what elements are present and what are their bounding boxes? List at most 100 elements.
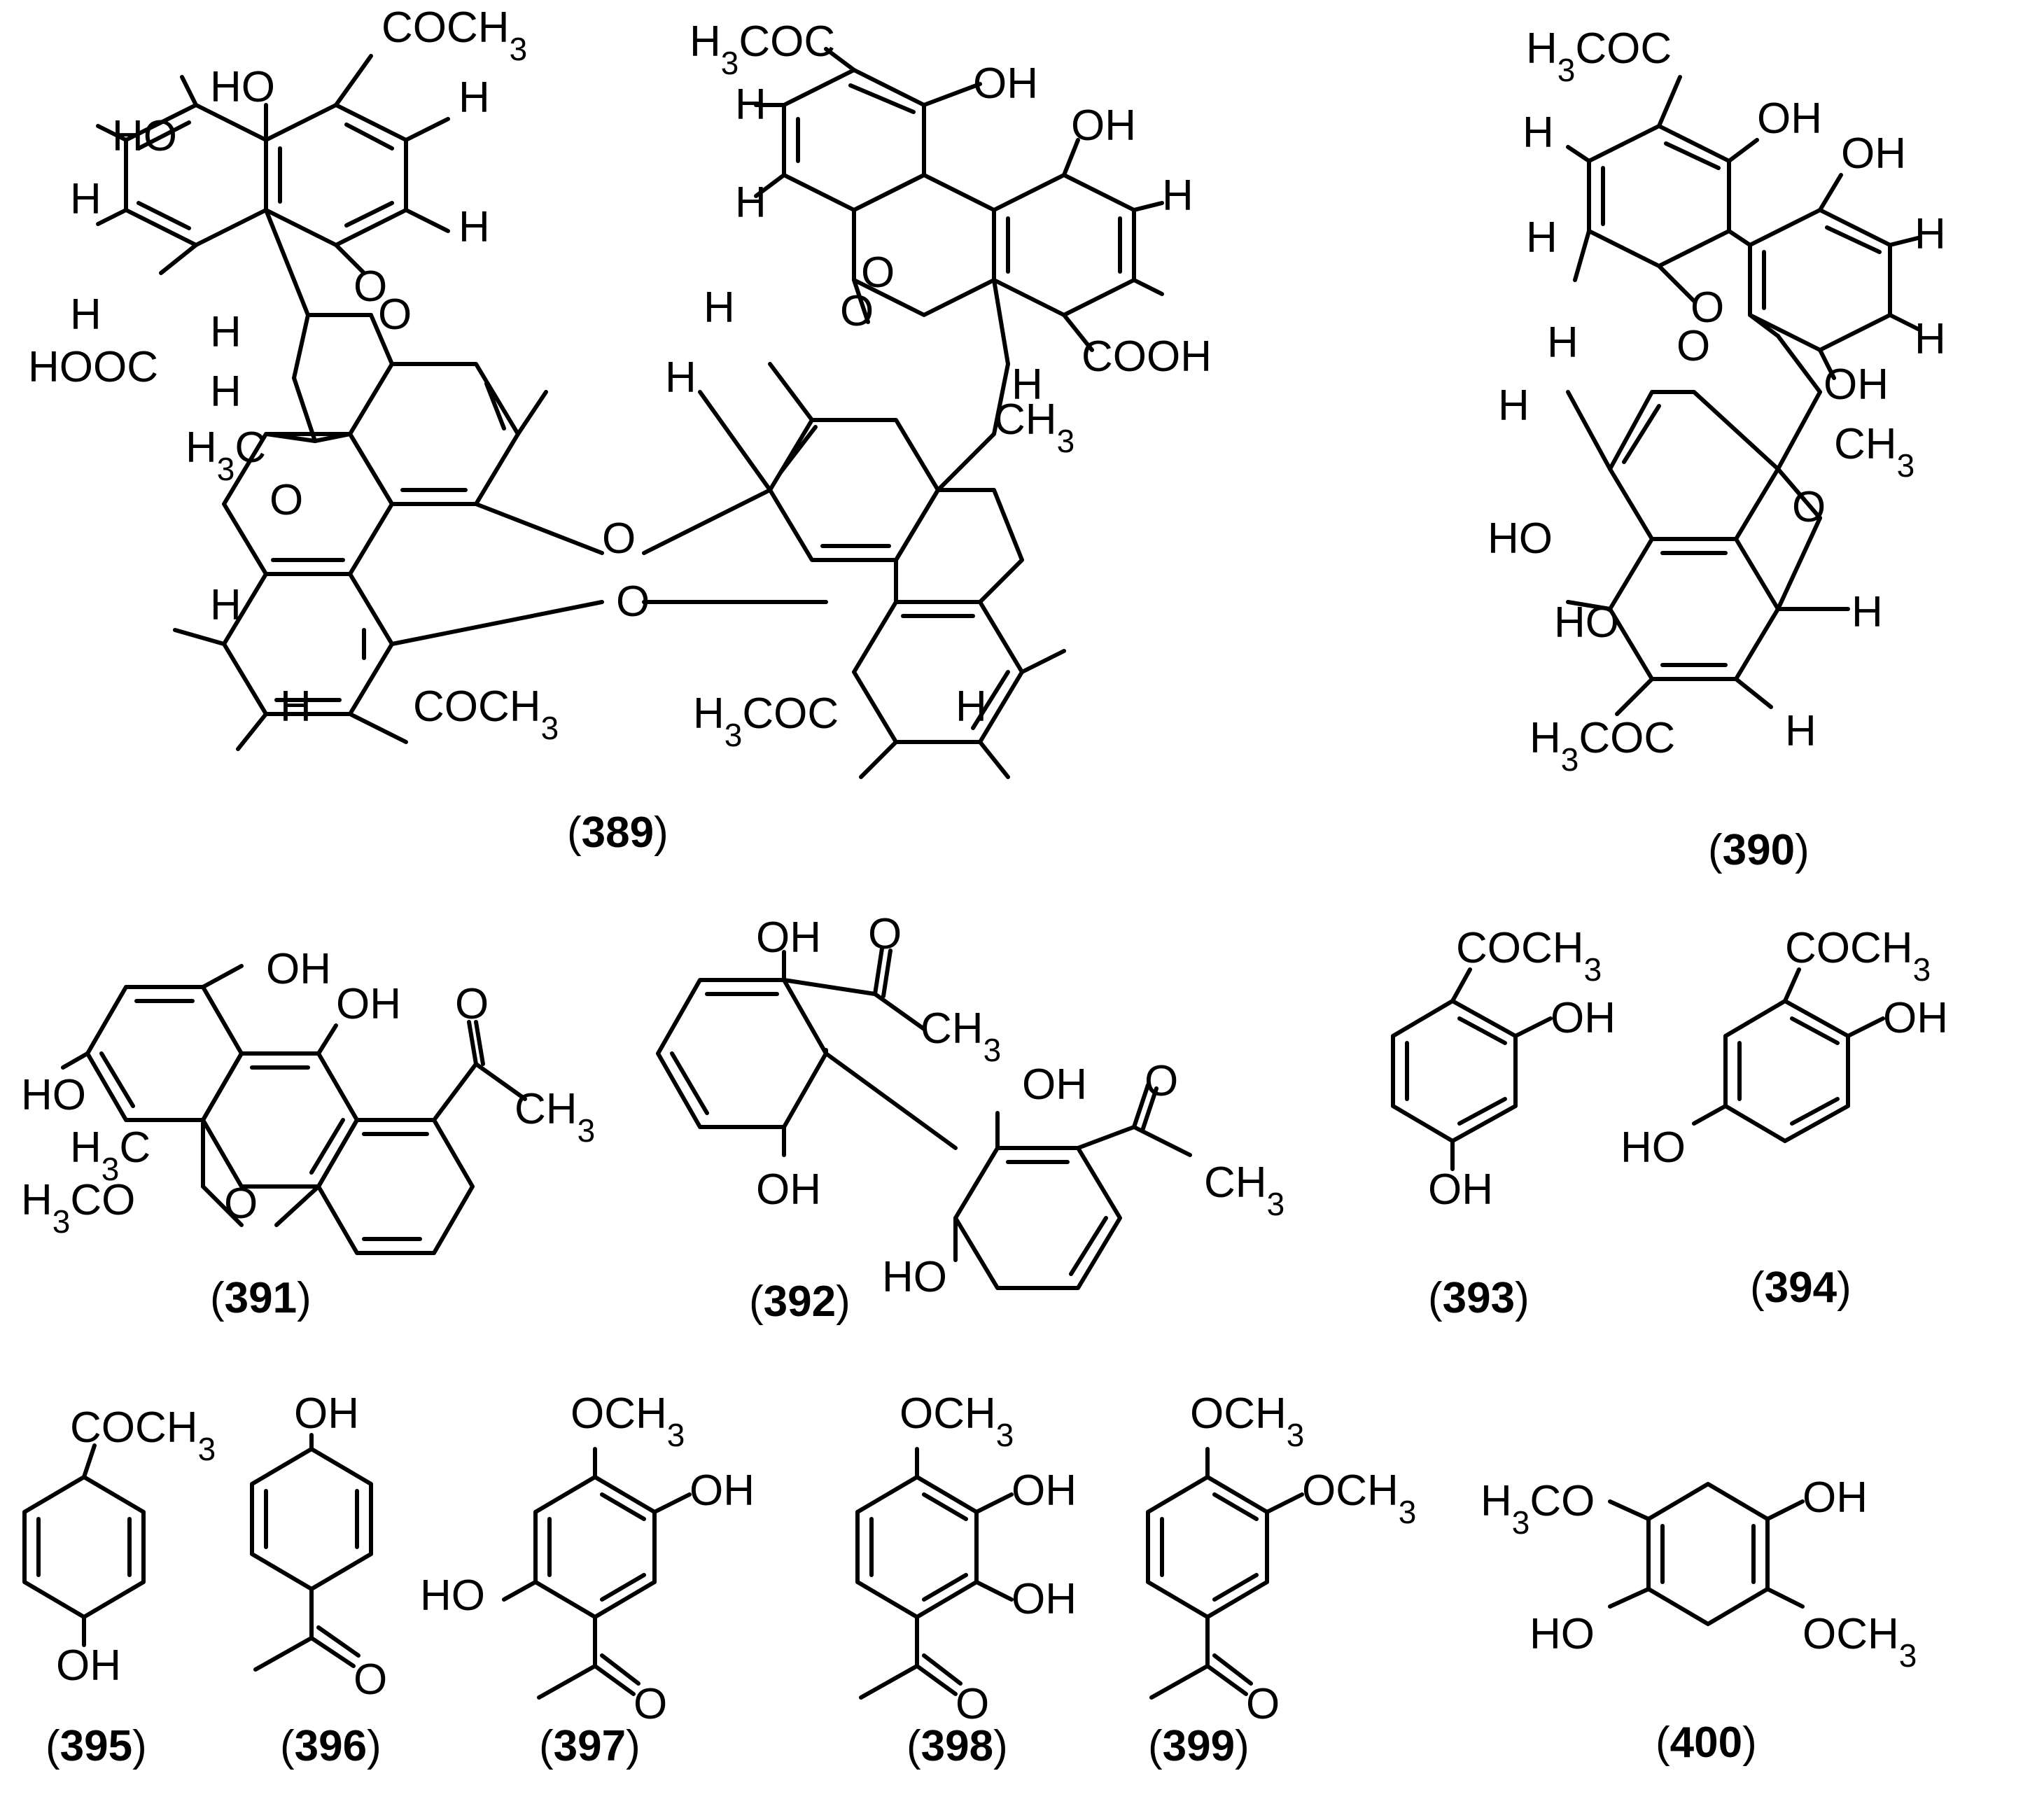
- atom-label: H: [280, 682, 312, 731]
- compound-398-label: (398): [906, 1722, 1008, 1770]
- compound-400: H3CO OH HO OCH3 (400): [1480, 1474, 1917, 1767]
- atom-label: H: [1522, 108, 1554, 157]
- atom-label: OH: [1841, 130, 1906, 178]
- compound-396: OH O (396): [250, 1390, 387, 1770]
- atom-label: O: [634, 1680, 667, 1728]
- atom-label: OH: [1883, 994, 1948, 1042]
- compound-400-label: (400): [1656, 1718, 1757, 1767]
- compound-391: OH OH O HO CH3 H3C H3CO O (391): [21, 945, 595, 1322]
- atom-label: HO: [882, 1253, 947, 1301]
- atom-label: H: [1011, 360, 1043, 409]
- atom-label: OCH3: [1802, 1610, 1917, 1674]
- atom-label: H: [1498, 382, 1530, 430]
- atom-label: COCH3: [1456, 924, 1602, 988]
- atom-label: OH: [1823, 360, 1889, 409]
- atom-label: H: [70, 290, 102, 339]
- compound-392: OH O CH3 OH O OH CH3 HO (392): [656, 910, 1284, 1326]
- atom-label: CH3: [994, 396, 1074, 459]
- atom-label: CH3: [920, 1004, 1001, 1068]
- atom-label: O: [861, 248, 895, 297]
- atom-label: HO: [112, 112, 177, 160]
- atom-label: CH3: [1204, 1158, 1284, 1222]
- atom-label: OH: [1071, 102, 1136, 150]
- atom-label: COCH3: [1785, 924, 1931, 988]
- atom-label: O: [616, 578, 650, 626]
- atom-label: H: [1851, 588, 1883, 636]
- atom-label: HOOC: [28, 343, 158, 391]
- compound-394: COCH3 OH HO (394): [1620, 924, 1948, 1312]
- atom-label: OCH3: [570, 1390, 685, 1453]
- atom-label: H: [1162, 172, 1194, 220]
- atom-label: OH: [973, 59, 1038, 108]
- atom-label: H: [458, 74, 490, 122]
- atom-label: H: [210, 368, 241, 416]
- atom-label: OH: [336, 980, 401, 1028]
- atom-label: H3C: [186, 424, 266, 487]
- atom-label: O: [224, 1180, 258, 1228]
- atom-label: H3COC: [693, 690, 839, 753]
- atom-label: O: [868, 910, 902, 958]
- compound-391-label: (391): [210, 1274, 312, 1322]
- atom-label: O: [455, 980, 489, 1028]
- atom-label: H: [1785, 707, 1816, 755]
- atom-label: H3CO: [1480, 1477, 1595, 1541]
- atom-label: H: [210, 581, 241, 629]
- atom-label: HO: [1620, 1124, 1686, 1172]
- atom-label: H3C: [70, 1124, 150, 1187]
- compound-394-label: (394): [1750, 1264, 1851, 1312]
- atom-label: OCH3: [1190, 1390, 1304, 1453]
- atom-label: OH: [266, 945, 331, 993]
- atom-label: COCH3: [70, 1404, 216, 1467]
- atom-label: COCH3: [413, 682, 559, 746]
- compound-393-label: (393): [1428, 1274, 1530, 1322]
- compound-397: OCH3 OH HO O (397): [420, 1390, 755, 1770]
- compound-398: OCH3 OH OH O (398): [855, 1390, 1077, 1770]
- atom-label: OCH3: [899, 1390, 1014, 1453]
- atom-label: H: [735, 80, 766, 129]
- atom-label: OH: [294, 1390, 359, 1438]
- atom-label: H: [704, 284, 735, 332]
- atom-label: COOH: [1082, 332, 1212, 381]
- atom-label: OH: [1011, 1575, 1077, 1623]
- atom-label: H3COC: [1526, 24, 1672, 88]
- compound-392-label: (392): [749, 1278, 850, 1326]
- atom-label: HO: [210, 63, 275, 111]
- atom-label: HO: [420, 1572, 485, 1620]
- compound-396-label: (396): [280, 1722, 382, 1770]
- compound-399-label: (399): [1148, 1722, 1250, 1770]
- compound-399: OCH3 OCH3 O (399): [1146, 1390, 1416, 1770]
- atom-label: HO: [21, 1071, 86, 1119]
- atom-label: H: [1547, 318, 1578, 367]
- atom-label: OCH3: [1302, 1466, 1416, 1530]
- atom-label: H: [1526, 214, 1558, 262]
- atom-label: OH: [1022, 1060, 1087, 1109]
- atom-label: O: [1144, 1057, 1178, 1105]
- atom-label: H: [955, 682, 987, 731]
- atom-label: OH: [1011, 1466, 1077, 1515]
- atom-label: O: [378, 290, 412, 339]
- atom-label: H3COC: [1530, 714, 1675, 778]
- compound-395-label: (395): [46, 1722, 147, 1770]
- atom-label: OH: [756, 1166, 821, 1214]
- atom-label: COCH3: [382, 4, 527, 67]
- atom-label: H: [458, 203, 490, 251]
- atom-label: CH3: [1834, 420, 1914, 484]
- atom-label: HO: [1554, 598, 1619, 647]
- atom-label: O: [1690, 284, 1724, 332]
- atom-label: O: [270, 476, 303, 524]
- atom-label: OH: [1757, 94, 1822, 143]
- atom-label: OH: [1550, 994, 1616, 1042]
- atom-label: H: [210, 308, 241, 356]
- atom-label: OH: [756, 913, 821, 962]
- atom-label: H3COC: [690, 18, 835, 81]
- compound-390: H3COC OH OH H H H H O O OH H H CH3 HO O …: [1488, 24, 1946, 874]
- compound-393: COCH3 OH OH (393): [1391, 924, 1616, 1322]
- compound-389: COCH3 HO HO H H H HOOC H O O H H H3C O H…: [28, 4, 1212, 857]
- atom-label: H: [70, 175, 102, 223]
- atom-label: O: [840, 287, 874, 335]
- atom-label: OH: [1802, 1474, 1868, 1522]
- atom-label: O: [354, 262, 387, 311]
- compound-390-label: (390): [1708, 826, 1809, 874]
- atom-label: OH: [1428, 1166, 1493, 1214]
